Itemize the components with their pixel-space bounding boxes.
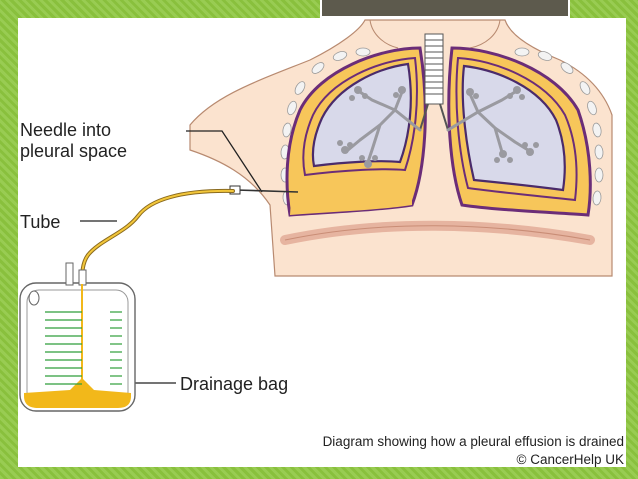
drainage-bag-label: Drainage bag [180, 374, 288, 394]
left-alveoli [337, 86, 406, 168]
right-lung [461, 64, 566, 192]
neck-line [469, 19, 501, 49]
drainage-tube [80, 188, 235, 284]
copyright-credit: © CancerHelp UK [517, 452, 625, 467]
drainage-tube-fill [81, 189, 234, 283]
needle-leader-line [186, 130, 263, 193]
drainage-bag [19, 262, 136, 412]
right-alveoli [466, 86, 539, 163]
pleural-effusion [290, 177, 412, 215]
left-lung [311, 62, 412, 168]
tube-label: Tube [20, 212, 60, 232]
diaphragm-outline [284, 225, 591, 241]
diagram-caption: Diagram showing how a pleural effusion i… [323, 434, 624, 449]
needle-label-line2: pleural space [20, 141, 127, 161]
trachea [419, 33, 449, 131]
right-bronchi [446, 90, 530, 154]
neck-line [369, 19, 399, 49]
bag-scale [45, 311, 122, 385]
title-box [320, 0, 570, 18]
needle-label-line1: Needle into [20, 120, 111, 140]
